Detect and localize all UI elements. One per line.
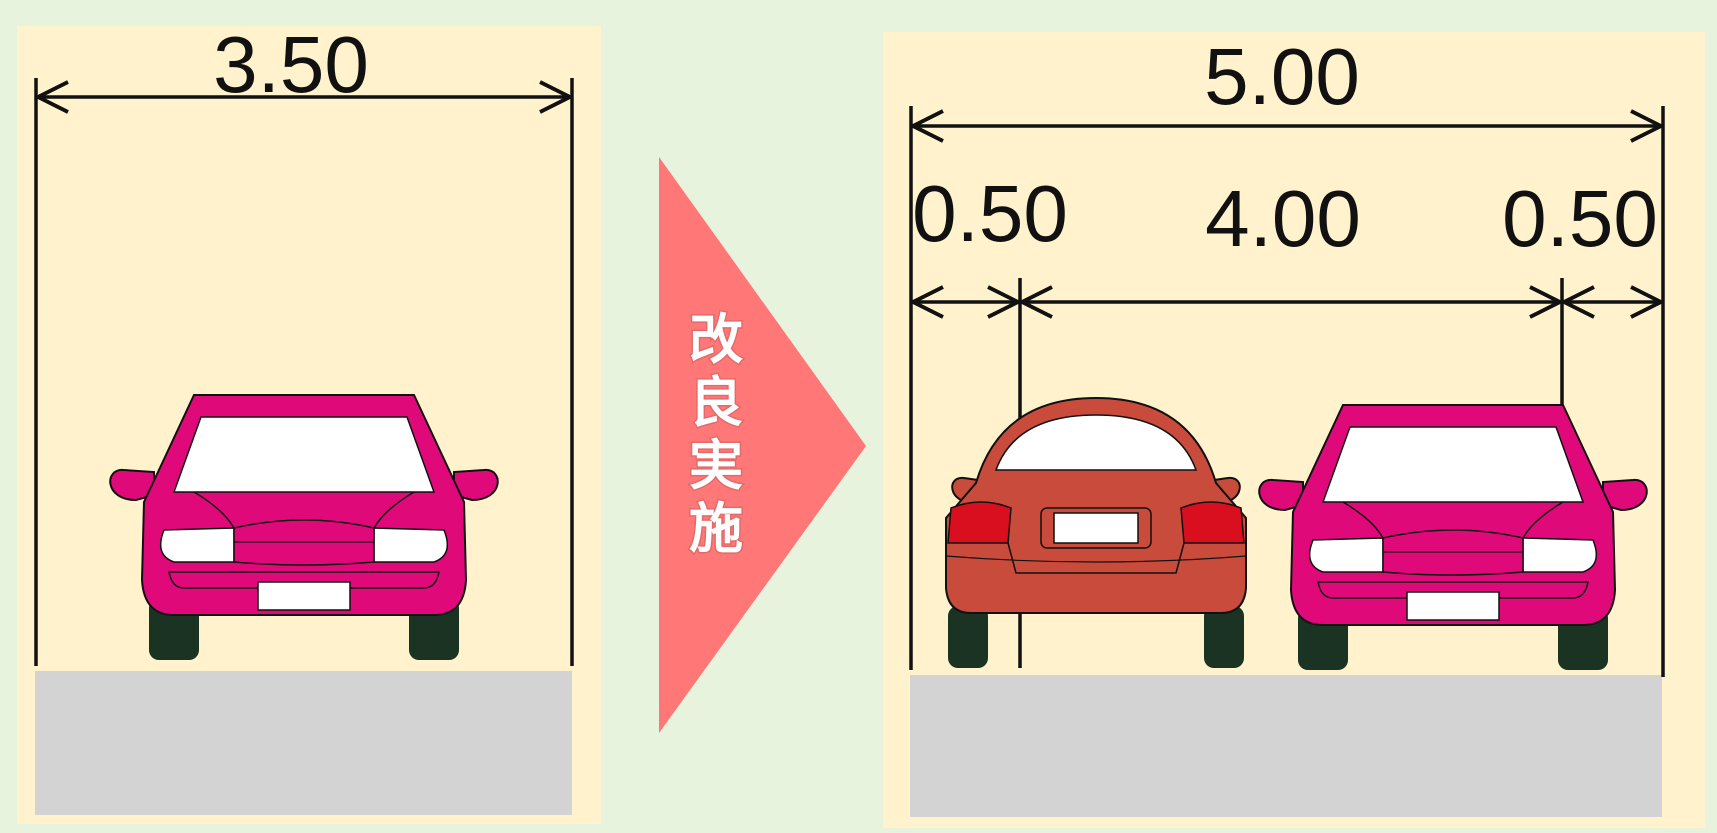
improvement-label-char-4: 施 (689, 497, 743, 560)
improvement-label-char-1: 改 (689, 308, 743, 371)
after-panel: 5.00 0.50 4.00 0.50 (883, 32, 1705, 828)
before-panel: 3.50 (17, 20, 601, 824)
after-total-width-label: 5.00 (1204, 32, 1360, 121)
improvement-arrow: 改 良 実 施 (659, 157, 866, 733)
after-left-margin-label: 0.50 (912, 169, 1068, 258)
before-road-surface (35, 671, 572, 815)
after-road-surface (910, 675, 1662, 817)
improvement-label-char-2: 良 (689, 371, 743, 434)
arrow-shape (659, 157, 866, 733)
after-right-margin-label: 0.50 (1502, 174, 1658, 263)
improvement-label-char-3: 実 (689, 434, 743, 497)
before-width-label: 3.50 (213, 20, 369, 109)
after-center-width-label: 4.00 (1205, 174, 1361, 263)
